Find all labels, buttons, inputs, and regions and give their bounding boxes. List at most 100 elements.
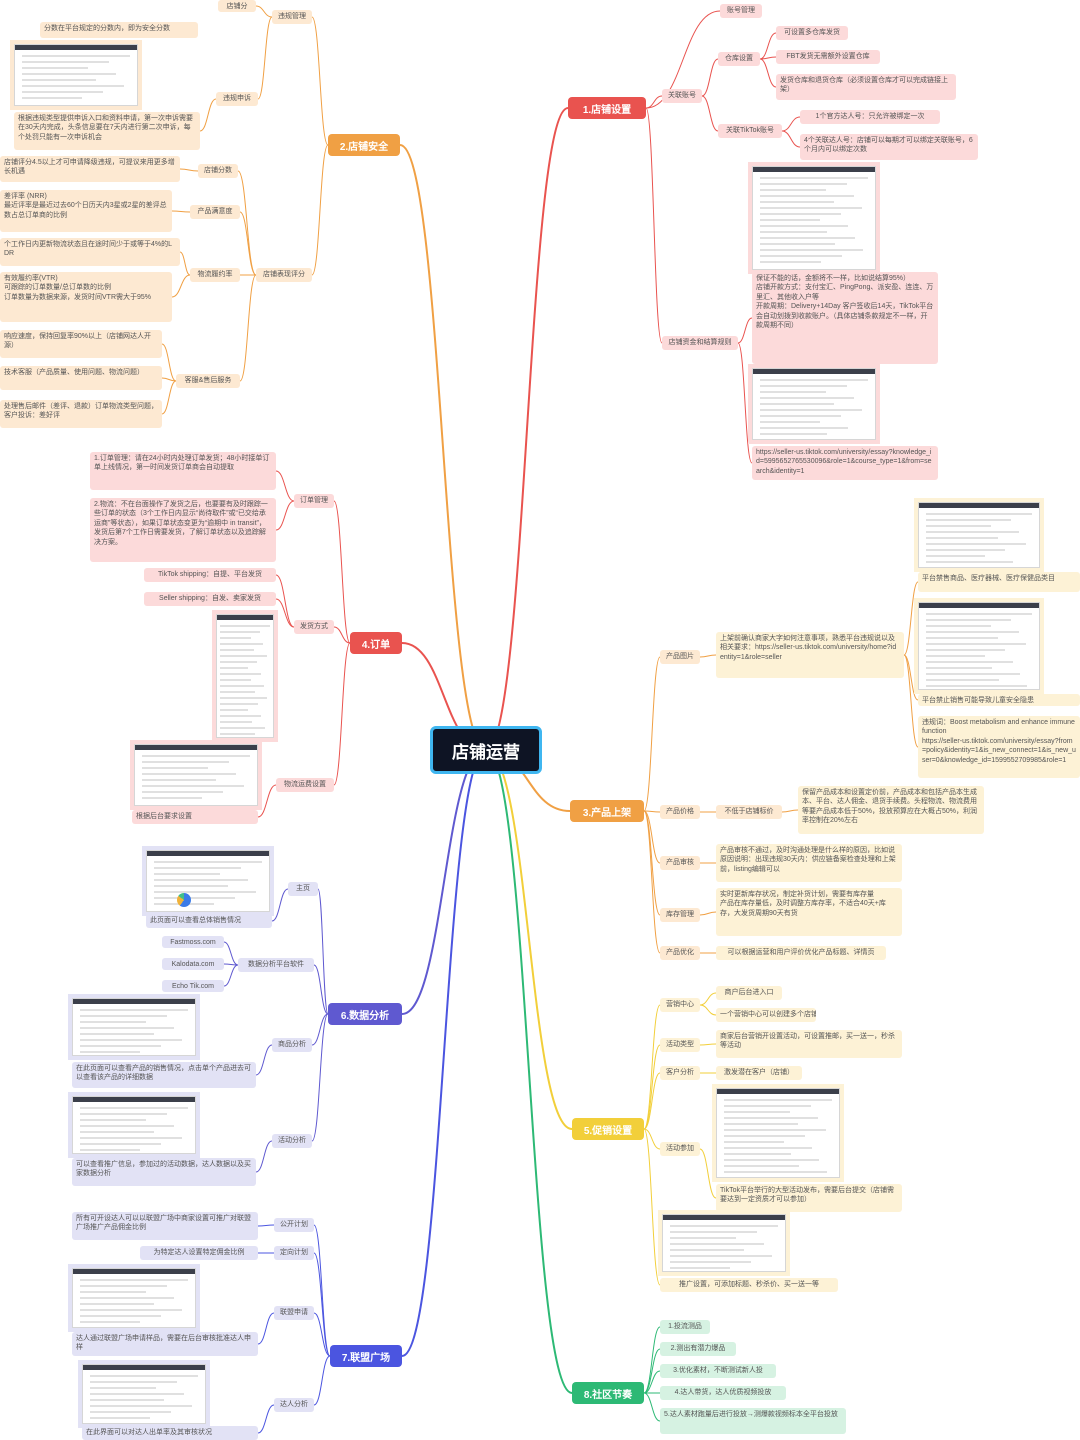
node-settlement-url[interactable]: https://seller-us.tiktok.com/university/…	[752, 446, 938, 480]
screenshot-text-line	[926, 531, 1019, 533]
node-marketing-center[interactable]: 营销中心	[660, 998, 700, 1012]
node-price-text[interactable]: 保留产品成本和设置定价前，产品成本和包括产品本生成本、平台、达人佣金、退货手续费…	[798, 786, 984, 834]
node-step-1[interactable]: 1.投流测品	[660, 1320, 710, 1334]
node-service-c[interactable]: 处理售后邮件（差评、退款）订单物流类型问题，客户投诉：差好评	[0, 400, 162, 428]
node-event-analysis-cap[interactable]: 可以查看推广信息，参加过的活动数据，达人数据以及买家数据分析	[72, 1158, 256, 1186]
node-warehouse-3[interactable]: 发货仓库和退货仓库（必须设置仓库才可以完成链接上架）	[776, 74, 956, 100]
node-warehouse-2[interactable]: FBT发货无需额外设置仓库	[776, 50, 880, 64]
node-link-tiktok[interactable]: 关联TikTok账号	[718, 124, 782, 138]
node-creator-cap[interactable]: 在此界面可以对达人出单率及其审核状况	[82, 1426, 258, 1440]
screenshot-text-line	[220, 637, 251, 639]
node-step-2[interactable]: 2.测出有潜力爆品	[660, 1342, 736, 1356]
node-order-text-2[interactable]: 2.物流：不在台面操作了发货之后，也要要有及时跟踪一些订单的状态（3个工作日内显…	[90, 498, 276, 562]
screenshot-text-line	[760, 243, 835, 245]
node-logistics-cap[interactable]: 根据后台要求设置	[132, 810, 258, 824]
node-tool-echotik[interactable]: Echo Tik.com	[162, 980, 224, 992]
node-target-plan[interactable]: 定向计划	[274, 1246, 314, 1260]
connector	[781, 116, 801, 132]
node-customer-analysis[interactable]: 客户分析	[660, 1066, 700, 1080]
node-account-mgmt[interactable]: 账号管理	[720, 4, 762, 18]
node-product-image-text[interactable]: 上架前确认商家大字如何注意事项，熟悉平台违规说以及相关要求：https://se…	[716, 632, 904, 678]
node-step-4[interactable]: 4.达人带货，达人优质视频投放	[660, 1386, 786, 1400]
node-service-b[interactable]: 技术客服（产品质量、使用问题、物流问题）	[0, 366, 162, 390]
node-image-cap-2[interactable]: 平台禁止销售可能导致儿童安全隐患	[918, 694, 1080, 706]
node-event-analysis[interactable]: 活动分析	[272, 1134, 312, 1148]
node-product-quality[interactable]: 产品满意度	[190, 205, 240, 219]
node-safe-score[interactable]: 分数在平台规定的分数内，即为安全分数	[40, 22, 198, 38]
node-product-analysis[interactable]: 商品分析	[272, 1038, 312, 1052]
node-center-1[interactable]: 商户后台进入口	[716, 986, 782, 1000]
branch-shop-security[interactable]: 2.店铺安全	[328, 134, 400, 156]
node-stock-mgmt[interactable]: 库存管理	[660, 908, 700, 922]
node-tool-kalodata[interactable]: Kalodata.com	[162, 958, 224, 970]
node-image-cap-3[interactable]: 违规词：Boost metabolism and enhance immune …	[918, 716, 1080, 778]
node-customer-service[interactable]: 客服&售后服务	[176, 374, 240, 388]
node-product-optimize[interactable]: 产品优化	[660, 946, 700, 960]
node-shop-score[interactable]: 店铺分数	[198, 164, 238, 178]
node-order-text-1[interactable]: 1.订单管理：请在24小时内处理订单发货；48小时接单订单上线情况，第一时间发货…	[90, 452, 276, 490]
node-step-5[interactable]: 5.达人素材跑量后进行投放→测爆款视频标本全平台投放	[660, 1408, 846, 1434]
node-tool-fastmoss[interactable]: Fastmoss.com	[162, 936, 224, 948]
node-fulfillment[interactable]: 物流履约率	[190, 268, 240, 282]
node-settlement-text[interactable]: 保证不能的话，金额将不一样，比如说结算95%） 店铺开款方式：支付宝汇、Ping…	[752, 272, 938, 364]
node-event-join-text[interactable]: TikTok平台举行的大型活动发布，需要后台提交（店铺需要达到一定资质才可以参加…	[716, 1184, 902, 1212]
branch-community[interactable]: 8.社区节奏	[572, 1382, 644, 1404]
node-tiktok-1[interactable]: 1个官方达人号：只允许被绑定一次	[800, 110, 940, 124]
node-optimize-text[interactable]: 可以根据运营和用户评价优化产品标题、详情页	[716, 946, 886, 960]
branch-promotion[interactable]: 5.促销设置	[572, 1118, 644, 1140]
node-home-cap[interactable]: 此页面可以查看总体销售情况	[146, 914, 272, 928]
branch-shop-setup[interactable]: 1.店铺设置	[568, 97, 646, 119]
node-shop-performance[interactable]: 店铺表现评分	[256, 268, 312, 282]
node-open-plan-text[interactable]: 所有可开设达人可以以联盟广场中商家设置可推广对联盟广场推广产品佣金比例	[72, 1212, 258, 1240]
node-review-text[interactable]: 产品审核不通过，及时沟通处理是什么样的原因，比如说原因说明：出现违规30天内：供…	[716, 844, 902, 882]
node-warehouse-1[interactable]: 可设置多仓库发货	[776, 26, 848, 40]
node-home[interactable]: 主页	[288, 882, 318, 896]
node-shop-score-text[interactable]: 店铺评分4.5以上才可申请降级违规，可提议来用更多增长机遇	[0, 156, 180, 182]
branch-product-listing[interactable]: 3.产品上架	[570, 800, 644, 822]
node-promo-tool[interactable]: 活动类型	[660, 1038, 700, 1052]
node-ship-2[interactable]: Seller shipping：自发、卖家发货	[144, 592, 276, 606]
node-customer-analysis-text[interactable]: 激发潜在客户（店铺）	[716, 1066, 802, 1080]
node-violation-mgmt[interactable]: 违规管理	[272, 10, 312, 24]
node-shop-score-partial[interactable]: 店铺分	[218, 0, 256, 12]
node-price-sub[interactable]: 不低于店铺标价	[716, 805, 782, 819]
node-violation-appeal[interactable]: 违规申诉	[216, 92, 258, 106]
node-logistics-fee[interactable]: 物流运费设置	[276, 778, 334, 792]
node-order-mgmt[interactable]: 订单管理	[294, 494, 334, 508]
node-target-plan-text[interactable]: 为特定达人设置特定佣金比例	[140, 1246, 258, 1260]
node-promo-tool-text[interactable]: 商家后台营销开设置活动，可设置推邮，买一送一，秒杀等活动	[716, 1030, 902, 1058]
node-event-join[interactable]: 活动参加	[660, 1142, 700, 1156]
node-data-tools[interactable]: 数据分析平台软件	[238, 958, 314, 972]
branch-data-analysis[interactable]: 6.数据分析	[328, 1003, 402, 1025]
node-tiktok-2[interactable]: 4个关联达人号：店铺可以每期才可以绑定关联账号，6个月内可以绑定次数	[800, 134, 978, 160]
node-creator-analysis[interactable]: 达人分析	[274, 1398, 314, 1412]
node-fulfillment-a[interactable]: 个工作日内更新物流状态且在途时间少于或等于4%的LDR	[0, 238, 180, 266]
node-center-2[interactable]: 一个营销中心可以创建多个店铺	[716, 1008, 816, 1022]
node-ship-1[interactable]: TikTok shipping：自提、平台发货	[144, 568, 276, 582]
screenshot-text-line	[90, 1387, 157, 1389]
node-product-price[interactable]: 产品价格	[660, 805, 700, 819]
connector	[179, 251, 191, 276]
node-fulfillment-b[interactable]: 有效履约率(VTR) 可跟踪的订单数量/总订单数的比例 订单数量为数据来源，发货…	[0, 272, 172, 322]
branch-orders[interactable]: 4.订单	[350, 632, 402, 654]
node-shipping-method[interactable]: 发货方式	[294, 620, 334, 634]
node-product-image[interactable]: 产品图片	[660, 650, 700, 664]
node-product-analysis-cap[interactable]: 在此页面可以查看产品的销售情况，点击单个产品进去可以查看该产品的详细数据	[72, 1062, 256, 1088]
connector	[313, 1355, 331, 1406]
node-open-plan[interactable]: 公开计划	[274, 1218, 314, 1232]
node-image-cap-1[interactable]: 平台禁售商品、医疗器械、医疗保健品类目	[918, 572, 1080, 592]
node-linked-account[interactable]: 关联账号	[662, 89, 702, 103]
node-ad-setup-text[interactable]: 推广设置，可添加标题、秒杀价、买一送一等	[660, 1278, 838, 1292]
node-affiliate-apply-cap[interactable]: 达人通过联盟广场申请样品，需要在后台审核批准达人申样	[72, 1332, 258, 1356]
node-violation-text[interactable]: 根据违规类型提供申诉入口和资料申请，第一次申诉需要在30天内完成，头条信息要在7…	[14, 112, 200, 150]
node-affiliate-apply[interactable]: 联盟申请	[274, 1306, 314, 1320]
node-settlement[interactable]: 店铺资金和结算规则	[662, 336, 738, 350]
node-step-3[interactable]: 3.优化素材，不断测试新人投	[660, 1364, 776, 1378]
node-product-quality-text[interactable]: 差评率 (NRR) 最近评率是最近过去60个日历天内3星或2星的差评总数占总订单…	[0, 190, 172, 232]
branch-affiliate[interactable]: 7.联盟广场	[330, 1345, 402, 1367]
root-node[interactable]: 店铺运营	[430, 726, 542, 774]
node-warehouse[interactable]: 仓库设置	[718, 52, 760, 66]
node-service-a[interactable]: 响应速度，保持回复率90%以上（店铺网达人开源）	[0, 330, 162, 358]
node-stock-text[interactable]: 实时更新库存状况，制定补货计划，需要有库存量 产品在库存量低，及时调整方库存率，…	[716, 888, 902, 936]
node-product-review[interactable]: 产品审核	[660, 856, 700, 870]
